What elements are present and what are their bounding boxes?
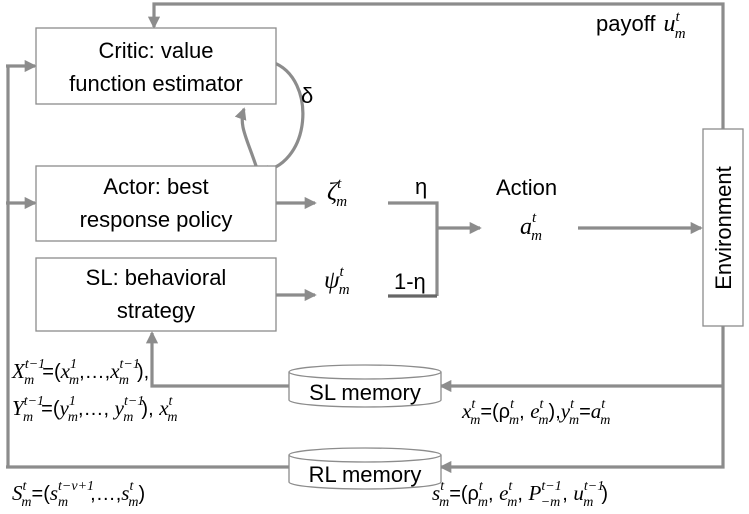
rl-memory-label: RL memory xyxy=(309,462,422,487)
sl-label-line2: strategy xyxy=(117,298,195,323)
action-label: Action xyxy=(496,175,557,200)
actor-label-line2: response policy xyxy=(80,207,233,232)
payoff-arrow xyxy=(147,2,725,129)
environment-label: Environment xyxy=(711,166,736,290)
actor-box: Actor: best response policy xyxy=(35,165,277,242)
sl-label-line1: SL: behavioral xyxy=(86,265,227,290)
one-minus-eta-label: 1-η xyxy=(394,269,426,294)
delta-label: δ xyxy=(301,83,313,108)
sl-box: SL: behavioral strategy xyxy=(35,257,277,332)
eta-branch-line xyxy=(388,201,439,296)
critic-label-line2: function estimator xyxy=(69,71,243,96)
sl-memory-cylinder: SL memory xyxy=(288,364,442,408)
critic-label-line1: Critic: value xyxy=(99,38,214,63)
delta-feedback-arrow-2 xyxy=(234,107,260,173)
environment-to-rl-memory-arrow xyxy=(439,326,725,474)
eta-label: η xyxy=(415,174,427,199)
actor-label-line1: Actor: best xyxy=(103,174,208,199)
environment-box: Environment xyxy=(702,128,744,327)
sl-memory-to-sl-arrow xyxy=(145,331,289,388)
rl-memory-cylinder: RL memory xyxy=(288,447,442,490)
sl-memory-label: SL memory xyxy=(309,380,421,405)
critic-box: Critic: value function estimator xyxy=(35,27,277,105)
